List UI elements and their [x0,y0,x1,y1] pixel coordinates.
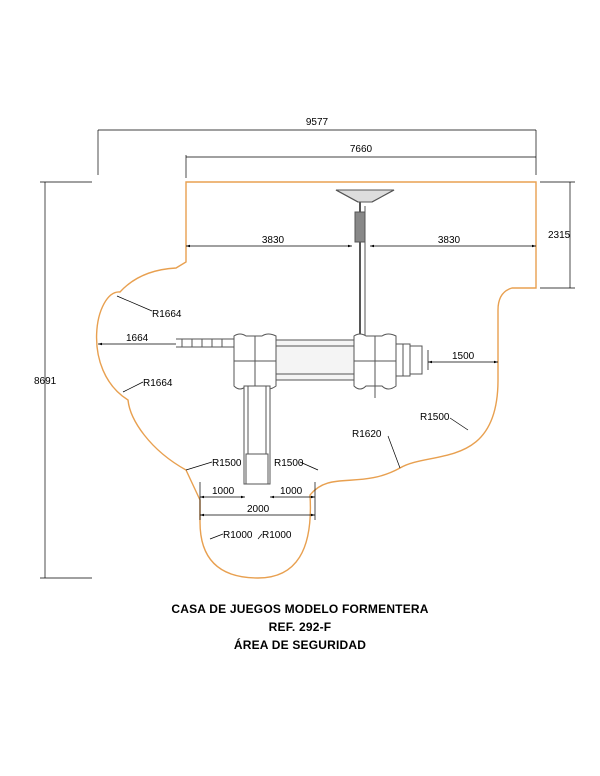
bridge [275,339,355,381]
tower-right [353,333,397,398]
dim-overall-height-label: 8691 [34,376,57,387]
dim-top-depth-label: 2315 [548,230,571,241]
safety-area-outline [95,181,537,579]
radius-left-lower: R1664 [143,378,173,389]
dim-halves: 3830 3830 [186,235,536,248]
dim-swing-clearance: 1500 [427,350,498,370]
swing-frame [335,189,395,338]
slide [243,385,271,485]
radius-right-upper: R1500 [420,412,450,423]
radius-bottom-right: R1000 [262,530,292,541]
dim-left-offset: 1664 [98,333,176,346]
dim-slide-left-label: 1000 [212,486,235,497]
dim-overall-width-label: 9577 [306,117,329,128]
radius-left-upper: R1664 [152,309,182,320]
radius-right-lower: R1620 [352,429,382,440]
radius-labels [116,295,469,540]
dim-left-offset-label: 1664 [126,333,149,344]
dim-slide-right-label: 1000 [280,486,303,497]
dim-slide-width-label: 2000 [247,504,270,515]
dim-overall-width: 9577 [97,117,537,175]
ladder-left [176,338,236,348]
steps-right [395,343,423,377]
radius-center: R1500 [212,458,242,469]
radius-bottom-left: R1000 [223,530,253,541]
dim-swing-label: 1500 [452,351,475,362]
drawing-reference: REF. 292-F [268,620,332,634]
drawing-subtitle: ÁREA DE SEGURIDAD [233,638,367,652]
dim-top-depth: 2315 [540,181,575,289]
drawing-title: CASA DE JUEGOS MODELO FORMENTERA [171,602,429,616]
radius-center-2: R1500 [274,458,304,469]
dim-overall-height: 8691 [34,181,92,579]
dim-slide-widths: 1000 1000 2000 [199,482,316,520]
dim-structure-width: 7660 [185,144,536,178]
tower-left [233,333,277,390]
dim-structure-width-label: 7660 [350,144,373,155]
dim-half-left-label: 3830 [262,235,285,246]
dim-half-right-label: 3830 [438,235,461,246]
